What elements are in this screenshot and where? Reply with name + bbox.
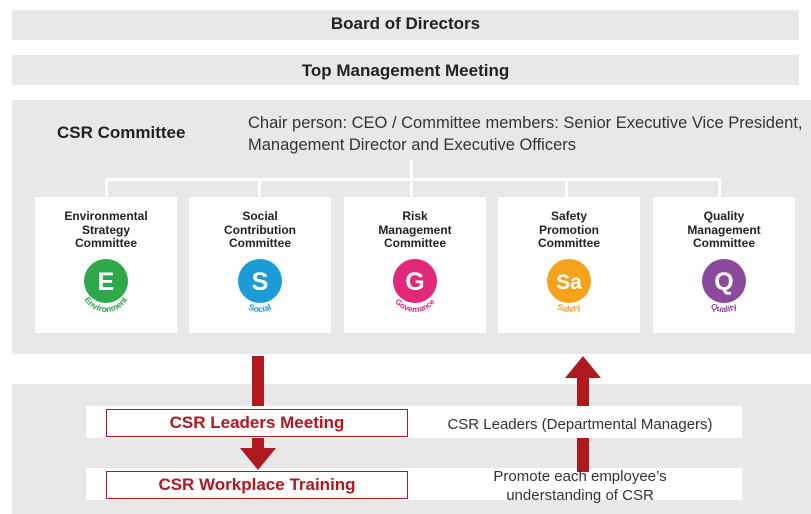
- badge-letter: E: [98, 268, 115, 296]
- committee-name-line: Quality: [703, 209, 745, 223]
- badge-caption: Safety: [556, 301, 582, 314]
- top-management-meeting: Top Management Meeting: [12, 55, 799, 85]
- committee-name: Social Contribution Committee: [189, 209, 331, 251]
- csr-committee-description: Chair person: CEO / Committee members: S…: [248, 114, 803, 154]
- committee-name-line: Management: [687, 222, 761, 237]
- up-arrow-icon: [565, 356, 601, 472]
- csr-leaders-meeting-box: CSR Leaders Meeting: [106, 409, 408, 437]
- badge-caption: Environment: [83, 295, 130, 314]
- committee-card-quality: Quality Management Committee Q Quality: [653, 197, 795, 333]
- badge-letter: S: [252, 268, 269, 296]
- committee-card-social: Social Contribution Committee S Social: [189, 197, 331, 333]
- committee-card-environmental: Environmental Strategy Committee E Envir…: [35, 197, 177, 333]
- committee-name-line: Committee: [383, 236, 446, 250]
- csr-committee-title: CSR Committee: [57, 123, 186, 142]
- badge-letter: G: [405, 268, 424, 296]
- csr-workplace-training-box: CSR Workplace Training: [106, 471, 408, 499]
- committee-name-line: Environmental: [64, 209, 148, 223]
- safety-badge-icon: Sa Safety: [547, 259, 591, 314]
- board-label: Board of Directors: [330, 14, 481, 33]
- governance-badge-icon: G Governance: [393, 259, 437, 314]
- svg-text:Quality: Quality: [709, 301, 739, 314]
- connector-drop-2: [258, 178, 261, 198]
- committee-name-line: Promotion: [539, 222, 599, 237]
- committee-name-line: Risk: [402, 209, 428, 223]
- svg-text:Safety: Safety: [556, 301, 582, 314]
- workplace-description-line: understanding of CSR: [506, 487, 654, 504]
- workplace-description-line: Promote each employee’s: [493, 468, 667, 485]
- committee-name-line: Committee: [228, 236, 291, 250]
- committee-name-line: Management: [378, 222, 452, 237]
- connector-drop-4: [565, 178, 568, 198]
- committee-name: Risk Management Committee: [344, 209, 486, 251]
- workplace-description: Promote each employee’s understanding of…: [410, 467, 750, 505]
- committee-name: Environmental Strategy Committee: [35, 209, 177, 251]
- social-badge-icon: S Social: [238, 259, 282, 314]
- badge-letter: Q: [714, 268, 733, 296]
- committee-name-line: Strategy: [81, 222, 131, 237]
- environment-badge-icon: E Environment: [83, 259, 130, 314]
- connector-drop-5: [718, 178, 721, 198]
- badge-caption: Social: [247, 302, 273, 314]
- committee-card-risk: Risk Management Committee G Governance: [344, 197, 486, 333]
- board-of-directors: Board of Directors: [12, 10, 799, 40]
- committee-name: Quality Management Committee: [653, 209, 795, 251]
- committee-name-line: Committee: [537, 236, 600, 250]
- committee-name: Safety Promotion Committee: [498, 209, 640, 251]
- svg-text:Social: Social: [247, 302, 273, 314]
- svg-text:Environment: Environment: [83, 295, 130, 314]
- connector-stem: [410, 160, 413, 180]
- down-arrow-icon: [240, 356, 276, 470]
- connector-drop-1: [105, 178, 108, 198]
- connector-drop-3: [410, 178, 413, 198]
- committee-name-line: Social: [242, 209, 278, 223]
- committee-card-safety: Safety Promotion Committee Sa Safety: [498, 197, 640, 333]
- leaders-description: CSR Leaders (Departmental Managers): [447, 416, 713, 433]
- badge-letter: Sa: [556, 271, 582, 294]
- committee-name-line: Committee: [692, 236, 755, 250]
- quality-badge-icon: Q Quality: [702, 259, 746, 314]
- committee-name-line: Safety: [550, 209, 588, 223]
- badge-caption: Quality: [709, 301, 739, 314]
- committee-name-line: Contribution: [224, 222, 296, 237]
- top-management-label: Top Management Meeting: [301, 61, 510, 80]
- committee-name-line: Committee: [74, 236, 137, 250]
